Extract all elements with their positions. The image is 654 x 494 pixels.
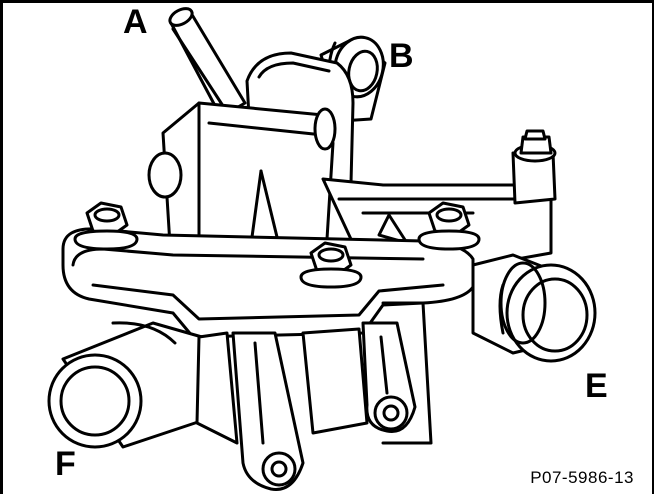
thermostat-housing-drawing <box>47 7 597 491</box>
lower-leg-left <box>231 331 305 491</box>
pipe-e <box>471 253 597 363</box>
small-port <box>511 129 557 205</box>
callout-label-f: F <box>55 445 76 483</box>
lower-leg-center <box>361 321 417 433</box>
callout-label-a: A <box>123 3 148 41</box>
pipe-f <box>47 321 215 449</box>
pipe-a <box>168 7 247 119</box>
bolt-left <box>73 201 139 251</box>
callout-label-b: B <box>389 37 414 75</box>
bolt-right <box>417 201 481 251</box>
bolt-center <box>299 241 363 289</box>
lower-body <box>195 301 433 445</box>
callout-label-e: E <box>585 367 608 405</box>
figure-reference-code: P07-5986-13 <box>530 468 634 487</box>
